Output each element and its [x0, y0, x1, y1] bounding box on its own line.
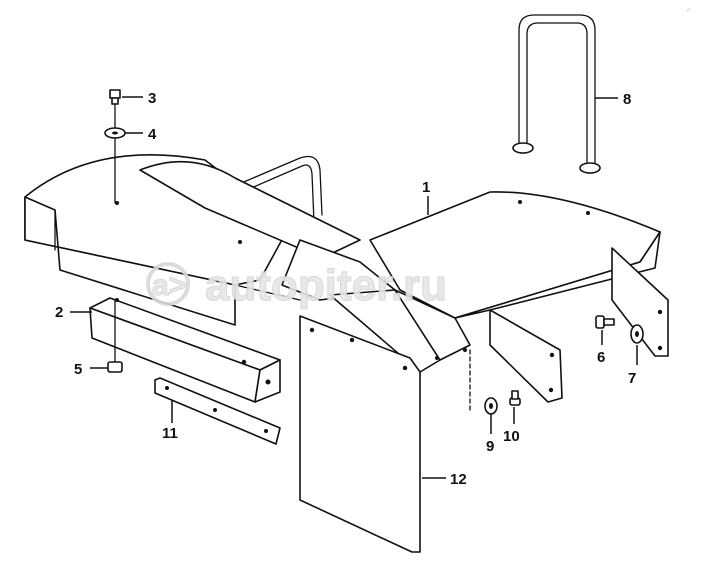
part-4-washer [104, 127, 126, 139]
deck-brackets [489, 247, 669, 403]
callout-labels: 3 4 1 2 5 11 8 6 7 9 10 12 [55, 90, 636, 488]
callout-10: 10 [503, 428, 520, 445]
part-10-bolt [509, 390, 521, 406]
callout-8: 8 [623, 91, 631, 108]
corner-mark: ✓ [686, 7, 692, 14]
callout-6: 6 [597, 349, 605, 366]
watermark-text: autopiter.ru [205, 261, 447, 310]
part-8-handle [512, 14, 601, 174]
part-1-fender [24, 154, 661, 373]
watermark: a> autopiter.ru [146, 261, 448, 311]
fender-rear-handle [231, 155, 323, 223]
part-7-washer [630, 324, 644, 344]
callout-2: 2 [55, 304, 63, 321]
callout-7: 7 [628, 370, 636, 387]
part-12-mudflap [299, 315, 421, 553]
part-3-bolt [109, 89, 121, 204]
leader-lines [70, 96, 638, 479]
part-6-bolt [595, 315, 615, 329]
part-5-nut [107, 299, 123, 373]
callout-4: 4 [148, 126, 157, 143]
callout-9: 9 [486, 438, 494, 455]
part-9-washer [484, 397, 498, 415]
callout-11: 11 [162, 425, 178, 442]
watermark-logo-glyph: a> [152, 269, 186, 302]
callout-1: 1 [422, 179, 430, 196]
callout-5: 5 [74, 361, 82, 378]
callout-12: 12 [450, 471, 467, 488]
part-2-support-tube [89, 297, 281, 403]
fender-holes [115, 200, 590, 360]
callout-3: 3 [148, 90, 156, 107]
part-11-strip [154, 377, 281, 445]
